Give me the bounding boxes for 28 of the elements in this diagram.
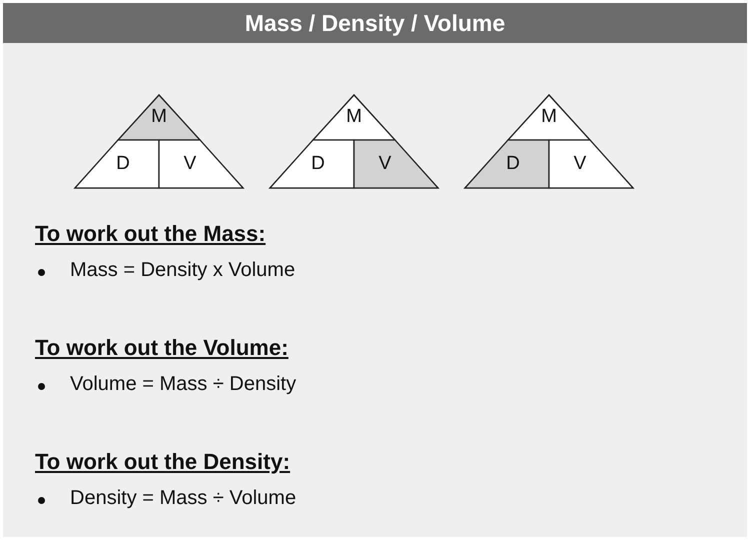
section-heading: To work out the Density: <box>35 449 290 475</box>
triangle-section <box>354 140 438 188</box>
section-letter: V <box>184 153 196 175</box>
formula-text: Mass = Density x Volume <box>70 259 296 282</box>
triangle-section <box>159 140 243 188</box>
triangle-section <box>313 95 395 140</box>
triangle-diagram <box>270 95 438 188</box>
section-letter: D <box>311 153 325 175</box>
triangle-section <box>75 140 159 188</box>
section-letter: M <box>151 106 167 128</box>
title-bar: Mass / Density / Volume <box>3 3 747 43</box>
section-letter: D <box>506 153 520 175</box>
section-letter: V <box>574 153 586 175</box>
section-letter: M <box>541 106 557 128</box>
section-heading: To work out the Mass: <box>35 221 266 247</box>
triangle-diagram <box>75 95 243 188</box>
triangle-section <box>549 140 633 188</box>
triangle-diagram <box>465 95 633 188</box>
section-letter: M <box>346 106 362 128</box>
triangle-section <box>118 95 200 140</box>
section-letter: D <box>116 153 130 175</box>
section-letter: V <box>378 153 392 175</box>
triangle-section <box>465 140 549 188</box>
formula-text: Volume = Mass ÷ Density <box>70 373 296 396</box>
section-heading: To work out the Volume: <box>35 335 288 361</box>
triangle-section <box>508 95 590 140</box>
triangle-section <box>270 140 354 188</box>
formula-text: Density = Mass ÷ Volume <box>70 487 296 510</box>
